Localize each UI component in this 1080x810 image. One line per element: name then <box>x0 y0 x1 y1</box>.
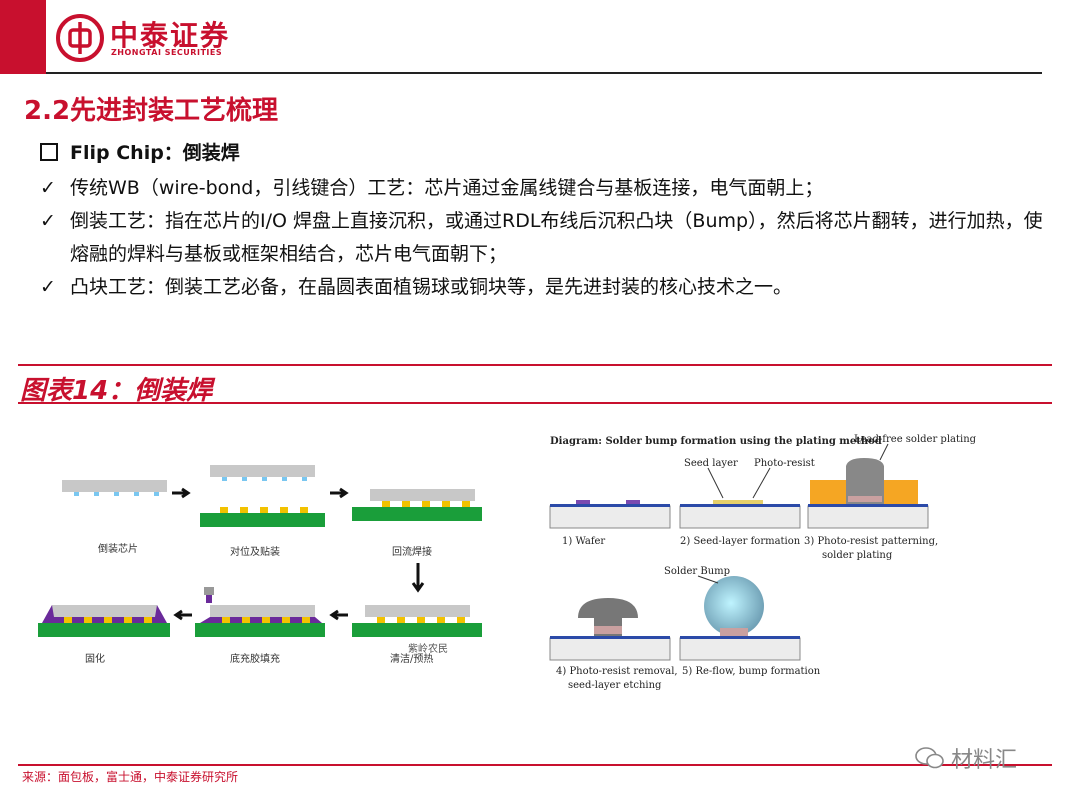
step-label: 清洁/预热 <box>390 654 434 665</box>
flip-chip-process-diagram <box>38 465 482 637</box>
subtitle-text: Flip Chip：倒装焊 <box>70 142 240 164</box>
step-caption: 4) Photo-resist removal, <box>556 666 678 677</box>
arrow-left-icon <box>173 609 192 621</box>
step-label: 回流焊接 <box>392 547 432 558</box>
step-cure-graphic <box>38 605 170 637</box>
arrow-right-icon <box>330 487 349 499</box>
check-icon: ✓ <box>40 177 56 199</box>
list-item: ✓ 倒装工艺：指在芯片的I/O 焊盘上直接沉积，或通过RDL布线后沉积凸块（Bu… <box>40 205 1050 271</box>
step-label: 底充胶填充 <box>230 654 280 665</box>
step-caption: 1) Wafer <box>562 536 606 547</box>
square-bullet-icon <box>40 142 58 161</box>
step-underfill-graphic <box>195 587 325 637</box>
flip-chip-process-figure: 倒装芯片 对位及贴装 回流焊接 固化 底充胶填充 清洁/预热 紫岭农民 <box>30 455 500 670</box>
solder-bump-plating-figure: Diagram: Solder bump formation using the… <box>548 428 976 698</box>
footer-divider <box>18 764 1052 766</box>
label-seed-layer: Seed layer <box>684 458 738 469</box>
step-label: 倒装芯片 <box>98 544 138 555</box>
step-caption: 3) Photo-resist patterning, <box>804 536 939 547</box>
header-red-strip <box>0 0 46 74</box>
brand-name-cn: 中泰证券 <box>110 19 231 52</box>
list-item: ✓ 凸块工艺：倒装工艺必备，在晶圆表面植锡球或铜块等，是先进封装的核心技术之一。 <box>40 271 1050 304</box>
figure-divider-bottom <box>18 402 1052 404</box>
bullet-list: ✓ 传统WB（wire-bond，引线键合）工艺：芯片通过金属线键合与基板连接，… <box>40 172 1050 304</box>
step-label: 固化 <box>85 654 105 665</box>
header-divider <box>46 72 1042 74</box>
label-photo-resist: Photo-resist <box>754 458 815 469</box>
list-item: ✓ 传统WB（wire-bond，引线键合）工艺：芯片通过金属线键合与基板连接，… <box>40 172 1050 205</box>
step-caption: 2) Seed-layer formation <box>680 536 801 547</box>
wechat-icon <box>915 747 944 769</box>
arrow-down-icon <box>411 563 425 593</box>
brand-name-en: ZHONGTAI SECURITIES <box>111 48 223 57</box>
source-note: 来源：面包板，富士通，中泰证券研究所 <box>22 770 239 784</box>
figure-divider-top <box>18 364 1052 366</box>
arrow-right-icon <box>172 487 191 499</box>
watermark-text: 材料汇 <box>951 748 1018 773</box>
diagram-heading: Diagram: Solder bump formation using the… <box>550 436 882 447</box>
step-flip-chip-graphic <box>62 480 167 496</box>
section-title: 2.2先进封装工艺梳理 <box>24 96 279 126</box>
check-icon: ✓ <box>40 276 56 298</box>
figure-title: 图表14：倒装焊 <box>20 376 213 406</box>
arrow-left-icon <box>329 609 348 621</box>
zhongtai-logo-icon <box>56 14 104 62</box>
check-icon: ✓ <box>40 210 56 232</box>
watermark: 材料汇 <box>915 742 1017 774</box>
step-label: 对位及贴装 <box>230 547 280 558</box>
step-caption: 5) Re-flow, bump formation <box>682 666 821 677</box>
plating-method-diagram <box>549 443 929 661</box>
overlay-text: 紫岭农民 <box>408 644 448 655</box>
step-clean-graphic <box>352 605 482 637</box>
label-solder-bump: Solder Bump <box>664 566 731 577</box>
step-caption: seed-layer etching <box>568 680 662 691</box>
label-lead-free: Lead-free solder plating <box>854 434 977 445</box>
subtitle: Flip Chip：倒装焊 <box>40 138 240 165</box>
step-reflow-graphic <box>352 489 482 521</box>
step-align-graphic <box>200 465 325 527</box>
step-caption: solder plating <box>822 550 893 561</box>
